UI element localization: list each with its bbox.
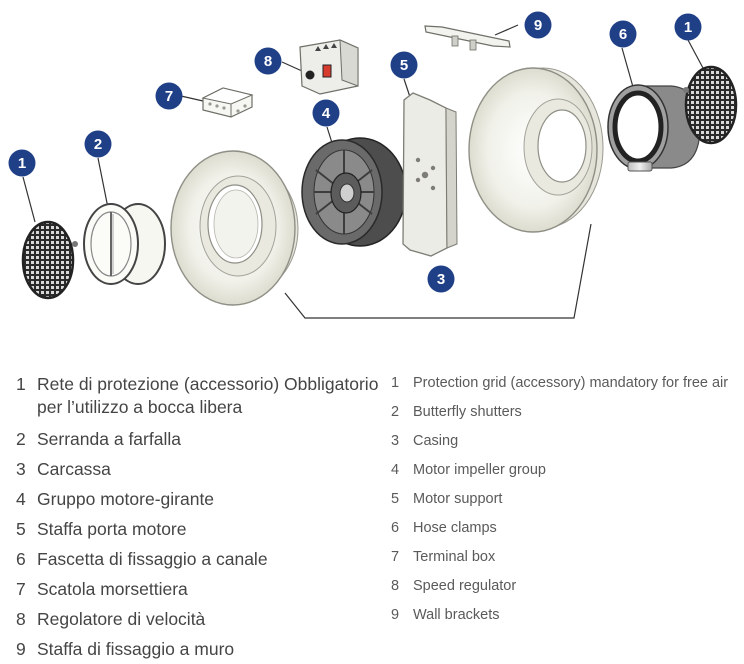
legend-label: Butterfly shutters: [413, 404, 522, 420]
legend-item: 9 Staffa di fissaggio a muro: [16, 634, 386, 664]
legend-item: 7 Scatola morsettiera: [16, 574, 386, 604]
marker-circle: [312, 99, 340, 127]
legend-number: 9: [391, 607, 400, 623]
motor-impeller: [301, 137, 407, 247]
legend-item: 7 Terminal box: [391, 543, 741, 572]
motor-support: [402, 92, 458, 257]
legend-label: Staffa porta motore: [37, 519, 187, 539]
marker-number: 9: [534, 17, 542, 34]
marker-terminal-box: 7: [155, 82, 183, 110]
legend-number: 3: [16, 459, 26, 479]
legend-label: Protection grid (accessory) mandatory fo…: [413, 375, 729, 391]
speed-regulator: [299, 39, 359, 95]
legend-label: Scatola morsettiera: [37, 579, 188, 599]
marker-circle: [155, 82, 183, 110]
marker-casing: 3: [427, 265, 455, 293]
legend-number: 6: [16, 549, 26, 569]
legend-label: Casing: [413, 433, 459, 449]
marker-number: 1: [684, 19, 692, 36]
legend-label: Carcassa: [37, 459, 111, 479]
casing-right: [468, 67, 604, 233]
legend-item: 5 Motor support: [391, 485, 741, 514]
marker-number: 8: [264, 53, 272, 70]
marker-circle: [84, 130, 112, 158]
marker-number: 1: [18, 155, 26, 172]
legend-label: Gruppo motore-girante: [37, 489, 215, 509]
marker-circle: [254, 47, 282, 75]
legend-label: Fascetta di fissaggio a canale: [37, 549, 268, 569]
legend-label: Motor impeller group: [413, 462, 546, 478]
marker-number: 5: [400, 57, 408, 74]
marker-butterfly-shutter: 2: [84, 130, 112, 158]
legend-label: Regolatore di velocità: [37, 609, 206, 629]
legend-label: Hose clamps: [413, 520, 497, 536]
legend-item: 5 Staffa porta motore: [16, 514, 386, 544]
marker-circle: [674, 13, 702, 41]
legend-item: 2 Butterfly shutters: [391, 398, 741, 427]
legend-english: 1 Protection grid (accessory) mandatory f…: [391, 369, 741, 630]
legend-number: 5: [16, 519, 26, 539]
marker-speed-regulator: 8: [254, 47, 282, 75]
legend-label: Speed regulator: [413, 578, 517, 594]
legend-number: 2: [16, 429, 26, 449]
legend-item: 1 Rete di protezione (accessorio) Obbliga…: [16, 372, 386, 424]
part-number-markers: 1 2 3 4 5 6 7 8 9 1: [8, 11, 702, 293]
legend-label: Wall brackets: [413, 607, 500, 623]
marker-number: 4: [322, 105, 331, 122]
legend-label: Rete di protezione (accessorio) Obbligat…: [37, 374, 379, 417]
marker-circle: [427, 265, 455, 293]
marker-circle: [390, 51, 418, 79]
legend-number: 7: [16, 579, 26, 599]
legend-number: 2: [391, 404, 400, 420]
leader-lines: [22, 24, 704, 319]
legend-italian: 1 Rete di protezione (accessorio) Obbliga…: [16, 372, 386, 664]
marker-motor-impeller: 4: [312, 99, 340, 127]
marker-circle: [524, 11, 552, 39]
legend-item: 6 Hose clamps: [391, 514, 741, 543]
wall-bracket: [424, 25, 511, 51]
legend-number: 1: [391, 375, 400, 391]
legend-number: 7: [391, 549, 400, 565]
legend-label: Motor support: [413, 491, 503, 507]
exploded-view-diagram: 1 2 3 4 5 6 7 8 9 1: [8, 11, 738, 319]
legend-item: 4 Gruppo motore-girante: [16, 484, 386, 514]
legend-label: Serranda a farfalla: [37, 429, 181, 449]
marker-number: 3: [437, 271, 445, 288]
legend-item: 9 Wall brackets: [391, 601, 741, 630]
marker-wall-bracket: 9: [524, 11, 552, 39]
marker-number: 2: [94, 136, 102, 153]
butterfly-shutter: [83, 203, 166, 285]
legend-item: 8 Speed regulator: [391, 572, 741, 601]
marker-hose-clamp: 6: [609, 20, 637, 48]
legend-number: 9: [16, 639, 26, 659]
marker-circle: [8, 149, 36, 177]
marker-number: 6: [619, 26, 627, 43]
legend-item: 1 Protection grid (accessory) mandatory f…: [391, 369, 741, 398]
legend-number: 4: [16, 489, 26, 509]
legend-label: Staffa di fissaggio a muro: [37, 639, 235, 659]
legend-number: 8: [16, 609, 26, 629]
legend-item: 3 Casing: [391, 427, 741, 456]
marker-protection-grid-left: 1: [8, 149, 36, 177]
marker-motor-support: 5: [390, 51, 418, 79]
legend-item: 6 Fascetta di fissaggio a canale: [16, 544, 386, 574]
marker-number: 7: [165, 88, 173, 105]
marker-circle: [609, 20, 637, 48]
terminal-box: [201, 87, 254, 118]
legend-number: 6: [391, 520, 400, 536]
legend-number: 8: [391, 578, 400, 594]
casing-left: [170, 150, 299, 306]
legend-item: 4 Motor impeller group: [391, 456, 741, 485]
legend-number: 1: [16, 374, 26, 394]
marker-protection-grid-right: 1: [674, 13, 702, 41]
legend-item: 2 Serranda a farfalla: [16, 424, 386, 454]
legend-number: 3: [391, 433, 400, 449]
legend-number: 4: [391, 462, 400, 478]
protection-grid-left: [21, 220, 78, 300]
legend-label: Terminal box: [413, 549, 496, 565]
legend-item: 3 Carcassa: [16, 454, 386, 484]
legend-number: 5: [391, 491, 400, 507]
protection-grid-right: [683, 65, 738, 145]
legend-item: 8 Regolatore di velocità: [16, 604, 386, 634]
